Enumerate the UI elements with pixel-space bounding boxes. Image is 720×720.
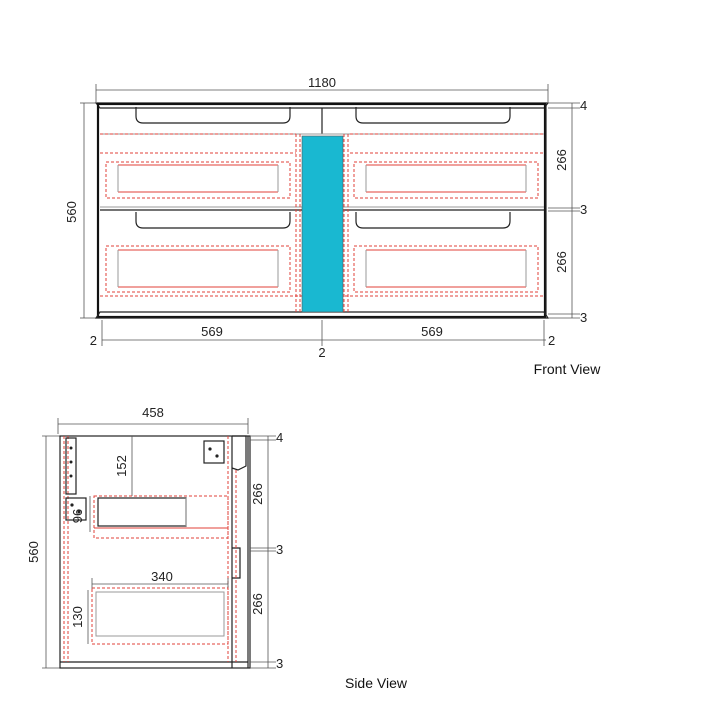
side-small-gap-label: 96 bbox=[70, 509, 85, 523]
front-width-label: 1180 bbox=[308, 75, 336, 90]
side-drawer-offset-label: 152 bbox=[114, 455, 129, 477]
side-lower-bracket bbox=[65, 497, 87, 521]
side-bracket-hole-1 bbox=[69, 446, 73, 450]
front-left-drawer-width-label: 569 bbox=[201, 324, 223, 339]
side-mid-rail-label: 3 bbox=[276, 542, 283, 557]
hidden-drawer-box-upper-right bbox=[353, 161, 539, 199]
side-drawer-height-label: 130 bbox=[70, 606, 85, 628]
side-view-title: Side View bbox=[345, 675, 408, 691]
side-drawer-depth-label: 340 bbox=[151, 569, 173, 584]
front-height-label: 560 bbox=[64, 201, 79, 223]
front-right-drawer-width-label: 569 bbox=[421, 324, 443, 339]
front-center-gap-label: 2 bbox=[318, 345, 325, 360]
side-wall-bracket-hole-1 bbox=[208, 447, 212, 451]
front-lower-drawer-label: 266 bbox=[554, 251, 569, 273]
hidden-drawer-box-lower-right bbox=[353, 245, 539, 293]
handle-top-left bbox=[135, 107, 291, 124]
front-view: 1180 560 bbox=[64, 75, 601, 377]
hidden-drawer-box-upper-left bbox=[105, 161, 291, 199]
front-upper-drawer-label: 266 bbox=[554, 149, 569, 171]
handle-bottom-right bbox=[355, 212, 511, 229]
front-cabinet-frame bbox=[96, 102, 547, 319]
side-upper-drawer-label: 266 bbox=[250, 483, 265, 505]
side-top-thickness-label: 4 bbox=[276, 430, 283, 445]
side-wall-bracket bbox=[203, 440, 225, 464]
handle-top-right bbox=[355, 107, 511, 124]
side-wall-bracket-hole-2 bbox=[215, 454, 219, 458]
side-view: 458 560 152 bbox=[26, 405, 408, 691]
side-top-drawer-front bbox=[231, 435, 247, 471]
front-top-thickness-label: 4 bbox=[580, 98, 587, 113]
side-bracket-hole-2 bbox=[69, 460, 73, 464]
center-panel bbox=[301, 135, 344, 313]
side-base-label: 3 bbox=[276, 656, 283, 671]
side-depth-label: 458 bbox=[142, 405, 164, 420]
side-bracket-hole-3 bbox=[69, 474, 73, 478]
side-lower-bracket-hole-2 bbox=[77, 510, 81, 514]
front-base-label: 3 bbox=[580, 310, 587, 325]
front-base-lip bbox=[94, 311, 550, 319]
side-upper-drawer-outer bbox=[93, 495, 229, 539]
side-upper-drawer-box bbox=[97, 497, 187, 527]
handle-bottom-left bbox=[135, 212, 291, 229]
side-lower-drawer-outer bbox=[91, 587, 229, 645]
front-right-side-label: 2 bbox=[548, 333, 555, 348]
side-lower-drawer-box bbox=[95, 591, 225, 637]
side-cabinet-frame bbox=[59, 435, 251, 669]
hidden-drawer-box-lower-left bbox=[105, 245, 291, 293]
side-height-label: 560 bbox=[26, 541, 41, 563]
side-lower-drawer-label: 266 bbox=[250, 593, 265, 615]
front-mid-rail-label: 3 bbox=[580, 202, 587, 217]
front-left-side-label: 2 bbox=[90, 333, 97, 348]
side-lower-bracket-hole-1 bbox=[70, 503, 74, 507]
front-view-title: Front View bbox=[534, 361, 602, 377]
side-back-bracket bbox=[65, 437, 77, 495]
